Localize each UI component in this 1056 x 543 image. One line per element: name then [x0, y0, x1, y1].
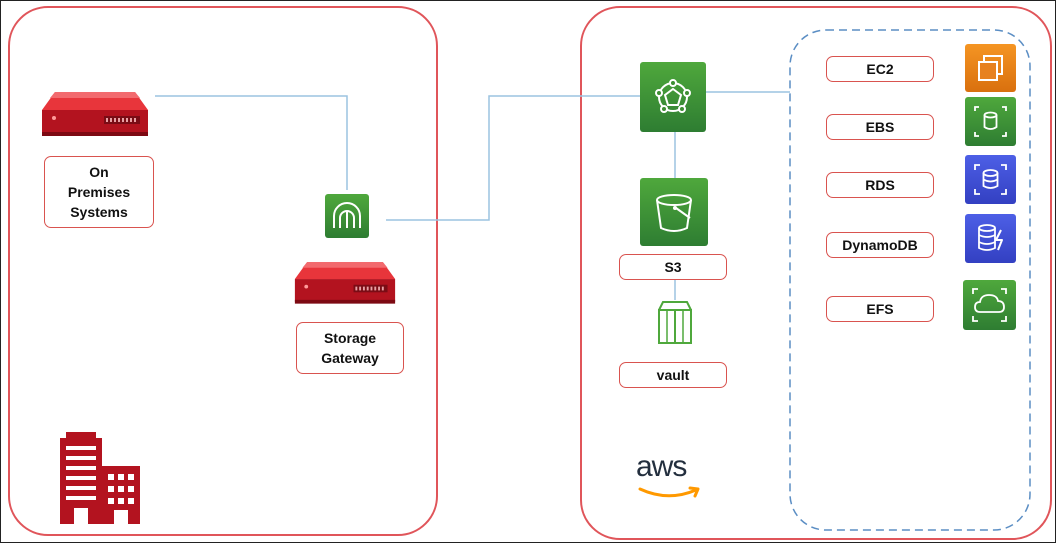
- ebs-label: EBS: [826, 114, 934, 140]
- storage-gateway-server-icon: [293, 252, 397, 308]
- rds-label: RDS: [826, 172, 934, 198]
- building-icon: [52, 430, 144, 526]
- storage-gateway-label: Storage Gateway: [296, 322, 404, 374]
- efs-icon: [963, 280, 1016, 330]
- on-premises-server-icon: [40, 82, 150, 140]
- storage-gateway-icon: [325, 194, 369, 238]
- on-premises-label-line2: Premises: [67, 184, 131, 200]
- on-premises-label-line1: On: [89, 164, 109, 180]
- efs-label: EFS: [826, 296, 934, 322]
- onprem-to-gateway-line: [155, 95, 348, 190]
- rds-icon: [965, 155, 1016, 204]
- storage-gateway-label-line1: Storage: [323, 330, 377, 346]
- services-group-border: [789, 29, 1031, 531]
- gateway-to-aws-line: [386, 95, 640, 221]
- aws-smile-icon: [636, 484, 706, 502]
- ebs-icon: [965, 97, 1016, 146]
- vault-label: vault: [619, 362, 727, 388]
- ec2-icon: [965, 44, 1016, 92]
- storage-gateway-label-line2: Gateway: [321, 350, 379, 366]
- aws-backup-hub-icon: [640, 62, 706, 132]
- on-premises-label-line3: Systems: [70, 204, 128, 220]
- s3-label: S3: [619, 254, 727, 280]
- ec2-label: EC2: [826, 56, 934, 82]
- glacier-vault-icon: [655, 300, 695, 344]
- aws-logo-text: aws: [636, 450, 687, 483]
- dynamodb-icon: [965, 214, 1016, 263]
- dynamodb-label: DynamoDB: [826, 232, 934, 258]
- on-premises-systems-label: On Premises Systems: [44, 156, 154, 228]
- s3-bucket-icon: [640, 178, 708, 246]
